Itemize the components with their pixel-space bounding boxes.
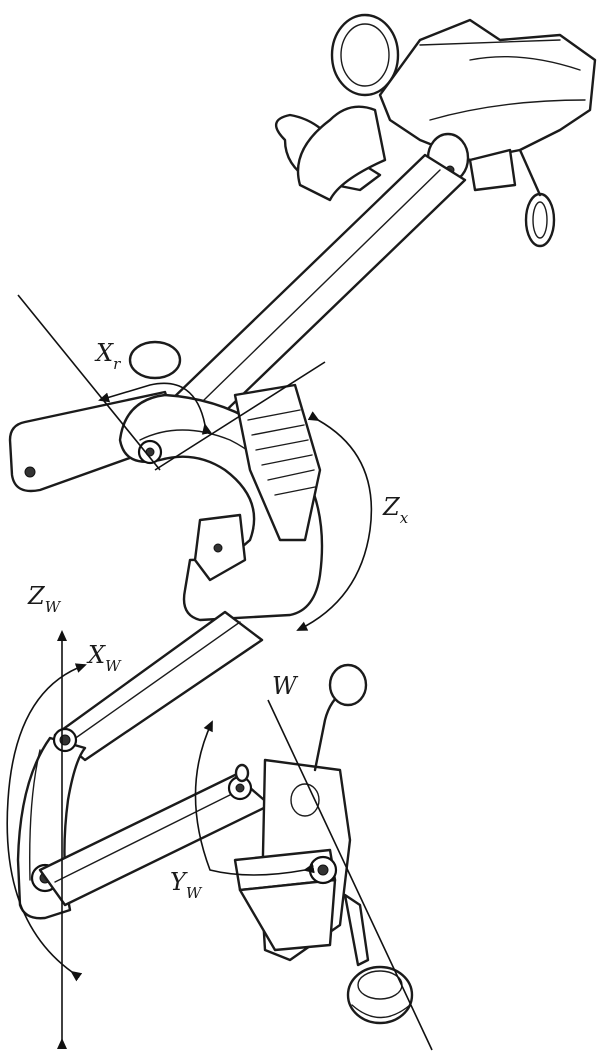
yw-rotation-arrow xyxy=(194,720,315,876)
zx-rotation-arrow xyxy=(296,411,373,631)
label-xw: XW xyxy=(86,641,122,675)
bottom-arm xyxy=(38,763,272,907)
top-holder xyxy=(275,13,597,248)
rotation-arrows xyxy=(6,382,373,982)
xr-axis-line xyxy=(17,294,161,471)
base-clamp xyxy=(233,663,414,1025)
label-yw: YW xyxy=(170,868,203,902)
xr-rotation-arrow xyxy=(98,382,212,435)
axis-labels: Xr Zx ZW XW W YW xyxy=(27,339,409,902)
lower-arm xyxy=(53,610,264,762)
label-zx: Zx xyxy=(382,493,409,527)
label-zw: ZW xyxy=(27,582,62,616)
label-xr: Xr xyxy=(94,339,121,373)
middle-bracket xyxy=(8,340,324,622)
xw-rotation-arrow xyxy=(6,663,87,982)
zx-axis-line xyxy=(154,361,326,471)
label-w: W xyxy=(272,672,299,700)
